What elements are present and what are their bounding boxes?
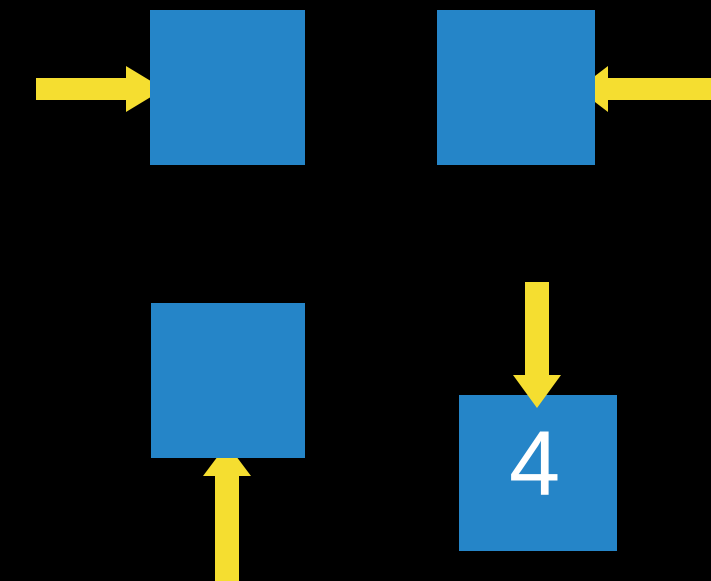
- node-box-3[interactable]: [151, 303, 305, 458]
- arrow-into-node-4: [513, 282, 561, 408]
- node-label-4: 4: [509, 413, 561, 515]
- node-box-4[interactable]: [459, 395, 617, 551]
- arrow-into-node-1: [36, 66, 164, 112]
- arrow-into-node-2: [578, 66, 711, 112]
- node-box-1[interactable]: [150, 10, 305, 165]
- arrow-into-node-3: [203, 444, 251, 581]
- node-box-2[interactable]: [437, 10, 595, 165]
